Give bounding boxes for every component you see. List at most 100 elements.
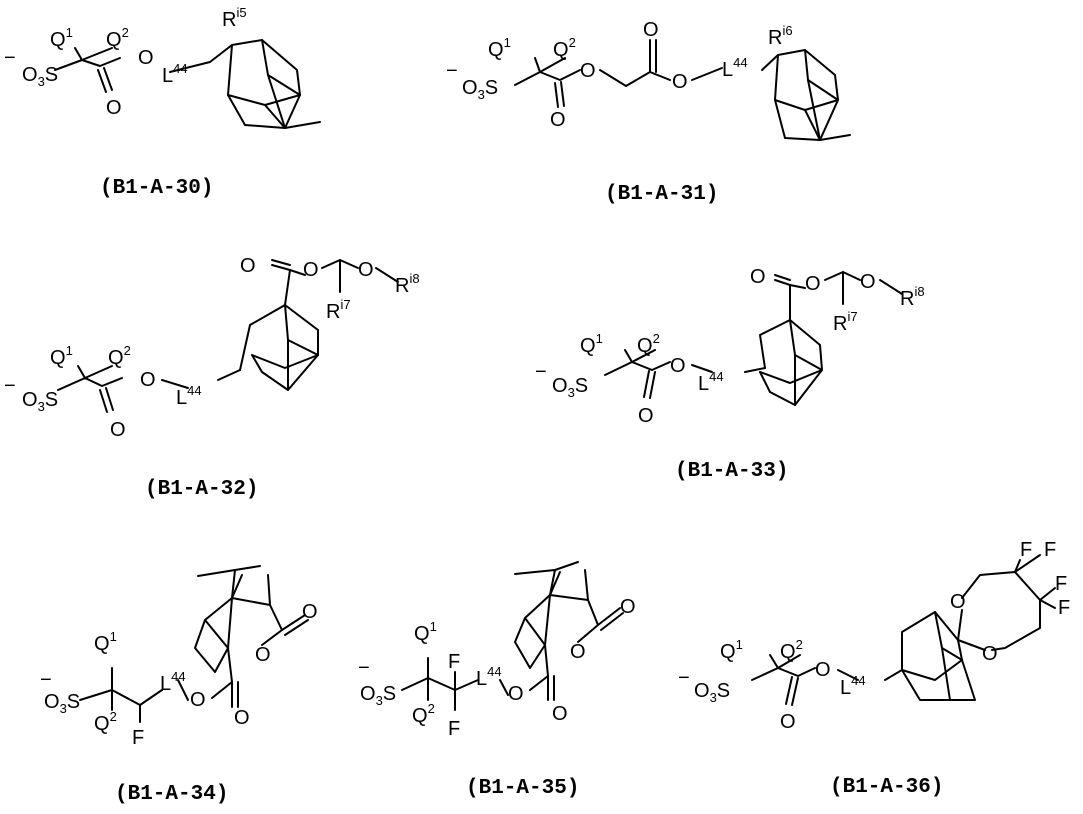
caption-b1-a-35: (B1-A-35) bbox=[466, 777, 579, 800]
atoms-b1-a-36: − O3S Q1 Q2 O O L44 O O F F F F bbox=[678, 539, 1070, 733]
substituent-label: Ri5 bbox=[222, 5, 247, 31]
q1-label: Q1 bbox=[488, 35, 511, 61]
q1-label: Q1 bbox=[94, 629, 117, 655]
ester-oxygen: O bbox=[140, 369, 156, 391]
ester-oxygen: O bbox=[670, 355, 686, 377]
q2-label: Q2 bbox=[94, 709, 117, 735]
carbonyl-oxygen: O bbox=[552, 703, 568, 725]
carbonyl-oxygen: O bbox=[638, 405, 654, 427]
q2-label: Q2 bbox=[780, 637, 803, 663]
ester-oxygen: O bbox=[138, 47, 154, 69]
caption-b1-a-32: (B1-A-32) bbox=[145, 478, 258, 501]
caption-b1-a-31: (B1-A-31) bbox=[605, 183, 718, 206]
linker-label: L44 bbox=[698, 369, 724, 395]
carbonyl-oxygen: O bbox=[106, 97, 122, 119]
compound-b1-a-33: − O3S Q1 Q2 O O L44 O O O Ri7 Ri8 (B1-A-… bbox=[535, 266, 925, 483]
charge-minus: − bbox=[535, 361, 547, 383]
charge-minus: − bbox=[678, 667, 690, 689]
substituent-label-ri7: Ri7 bbox=[833, 309, 858, 335]
q2-label: Q2 bbox=[637, 331, 660, 357]
fluorine-label-1: F bbox=[448, 651, 460, 673]
caption-b1-a-36: (B1-A-36) bbox=[830, 776, 943, 799]
linker-label: L44 bbox=[176, 383, 202, 409]
q2-label: Q2 bbox=[108, 343, 131, 369]
linker-label: L44 bbox=[160, 669, 186, 695]
lactone-carbonyl-oxygen: O bbox=[302, 601, 318, 623]
atoms-b1-a-34: − O3S Q1 Q2 F L44 O O O O bbox=[40, 601, 318, 749]
q1-label: Q1 bbox=[50, 25, 73, 51]
fluorine-label-4: F bbox=[1058, 597, 1070, 619]
carbonyl-oxygen: O bbox=[234, 707, 250, 729]
charge-minus: − bbox=[358, 657, 370, 679]
ketal-oxygen-2: O bbox=[982, 643, 998, 665]
ketal-oxygen-1: O bbox=[950, 591, 966, 613]
compound-b1-a-36: − O3S Q1 Q2 O O L44 O O F F F F (B1-A-36… bbox=[678, 539, 1070, 799]
q1-label: Q1 bbox=[414, 619, 437, 645]
linker-label: L44 bbox=[476, 664, 502, 690]
lactone-carbonyl-oxygen: O bbox=[620, 596, 636, 618]
bonds-b1-a-36 bbox=[752, 555, 1055, 705]
ester-oxygen: O bbox=[508, 683, 524, 705]
substituent-label-ri8: Ri8 bbox=[900, 284, 925, 310]
charge-minus: − bbox=[4, 47, 16, 69]
linker-label: L44 bbox=[722, 55, 748, 81]
carbonyl-oxygen-2: O bbox=[643, 19, 659, 41]
q1-label: Q1 bbox=[50, 343, 73, 369]
compound-b1-a-31: − O3S Q1 Q2 O O O O L44 Ri6 (B1-A-31) bbox=[446, 19, 850, 206]
substituent-label-ri7: Ri7 bbox=[326, 297, 351, 323]
fluorine-label-1: F bbox=[1020, 539, 1032, 561]
compound-b1-a-32: − O3S Q1 Q2 O O L44 O O O Ri7 Ri8 (B1-A-… bbox=[4, 255, 420, 501]
ether-oxygen: O bbox=[358, 259, 374, 281]
atoms-b1-a-35: − O3S Q1 Q2 F F L44 O O O O bbox=[358, 596, 636, 740]
ester-oxygen-top: O bbox=[303, 259, 319, 281]
ester-oxygen-top: O bbox=[805, 273, 821, 295]
caption-b1-a-33: (B1-A-33) bbox=[675, 460, 788, 483]
charge-minus: − bbox=[4, 375, 16, 397]
fluorine-label-2: F bbox=[448, 718, 460, 740]
bonds-b1-a-32 bbox=[58, 260, 398, 412]
linker-label: L44 bbox=[162, 61, 188, 87]
caption-b1-a-30: (B1-A-30) bbox=[100, 177, 213, 200]
fluorine-label: F bbox=[132, 727, 144, 749]
sulfonate-label: O3S bbox=[44, 691, 80, 716]
sulfonate-label: O3S bbox=[694, 680, 730, 705]
ether-oxygen: O bbox=[860, 271, 876, 293]
compound-b1-a-34: − O3S Q1 Q2 F L44 O O O O (B1-A-34) bbox=[40, 566, 318, 806]
q2-label: Q2 bbox=[106, 25, 129, 51]
q1-label: Q1 bbox=[720, 637, 743, 663]
carbonyl-oxygen: O bbox=[110, 419, 126, 441]
sulfonate-label: O3S bbox=[552, 375, 588, 400]
ester-oxygen-1: O bbox=[580, 60, 596, 82]
charge-minus: − bbox=[40, 669, 52, 691]
carbonyl-oxygen: O bbox=[780, 711, 796, 733]
atoms-b1-a-33: − O3S Q1 Q2 O O L44 O O O Ri7 Ri8 bbox=[535, 266, 925, 427]
compound-b1-a-30: − O3S Q1 Q2 O O L44 Ri5 (B1-A-30) bbox=[4, 5, 320, 200]
atoms-b1-a-31: − O3S Q1 Q2 O O O O L44 Ri6 bbox=[446, 19, 793, 131]
ester-oxygen-2: O bbox=[672, 71, 688, 93]
sulfonate-label: O3S bbox=[360, 683, 396, 708]
caption-b1-a-34: (B1-A-34) bbox=[115, 783, 228, 806]
compound-b1-a-35: − O3S Q1 Q2 F F L44 O O O O (B1-A-35) bbox=[358, 562, 636, 800]
q2-label: Q2 bbox=[412, 701, 435, 727]
charge-minus: − bbox=[446, 60, 458, 82]
lactone-oxygen: O bbox=[255, 644, 271, 666]
sulfonate-label: O3S bbox=[462, 77, 498, 102]
linker-label: L44 bbox=[840, 673, 866, 699]
substituent-label: Ri6 bbox=[768, 23, 793, 49]
fluorine-label-3: F bbox=[1055, 573, 1067, 595]
sulfonate-label: O3S bbox=[22, 389, 58, 414]
q2-label: Q2 bbox=[553, 35, 576, 61]
sulfonate-label: O3S bbox=[22, 64, 58, 89]
carbonyl-oxygen-top: O bbox=[240, 255, 256, 277]
q1-label: Q1 bbox=[580, 331, 603, 357]
carbonyl-oxygen-top: O bbox=[750, 266, 766, 288]
atoms-b1-a-32: − O3S Q1 Q2 O O L44 O O O Ri7 Ri8 bbox=[4, 255, 420, 441]
bonds-b1-a-30 bbox=[55, 40, 320, 128]
lactone-oxygen: O bbox=[570, 641, 586, 663]
ester-oxygen: O bbox=[815, 659, 831, 681]
fluorine-label-2: F bbox=[1044, 539, 1056, 561]
carbonyl-oxygen-1: O bbox=[550, 109, 566, 131]
substituent-label-ri8: Ri8 bbox=[395, 271, 420, 297]
ester-oxygen: O bbox=[190, 689, 206, 711]
